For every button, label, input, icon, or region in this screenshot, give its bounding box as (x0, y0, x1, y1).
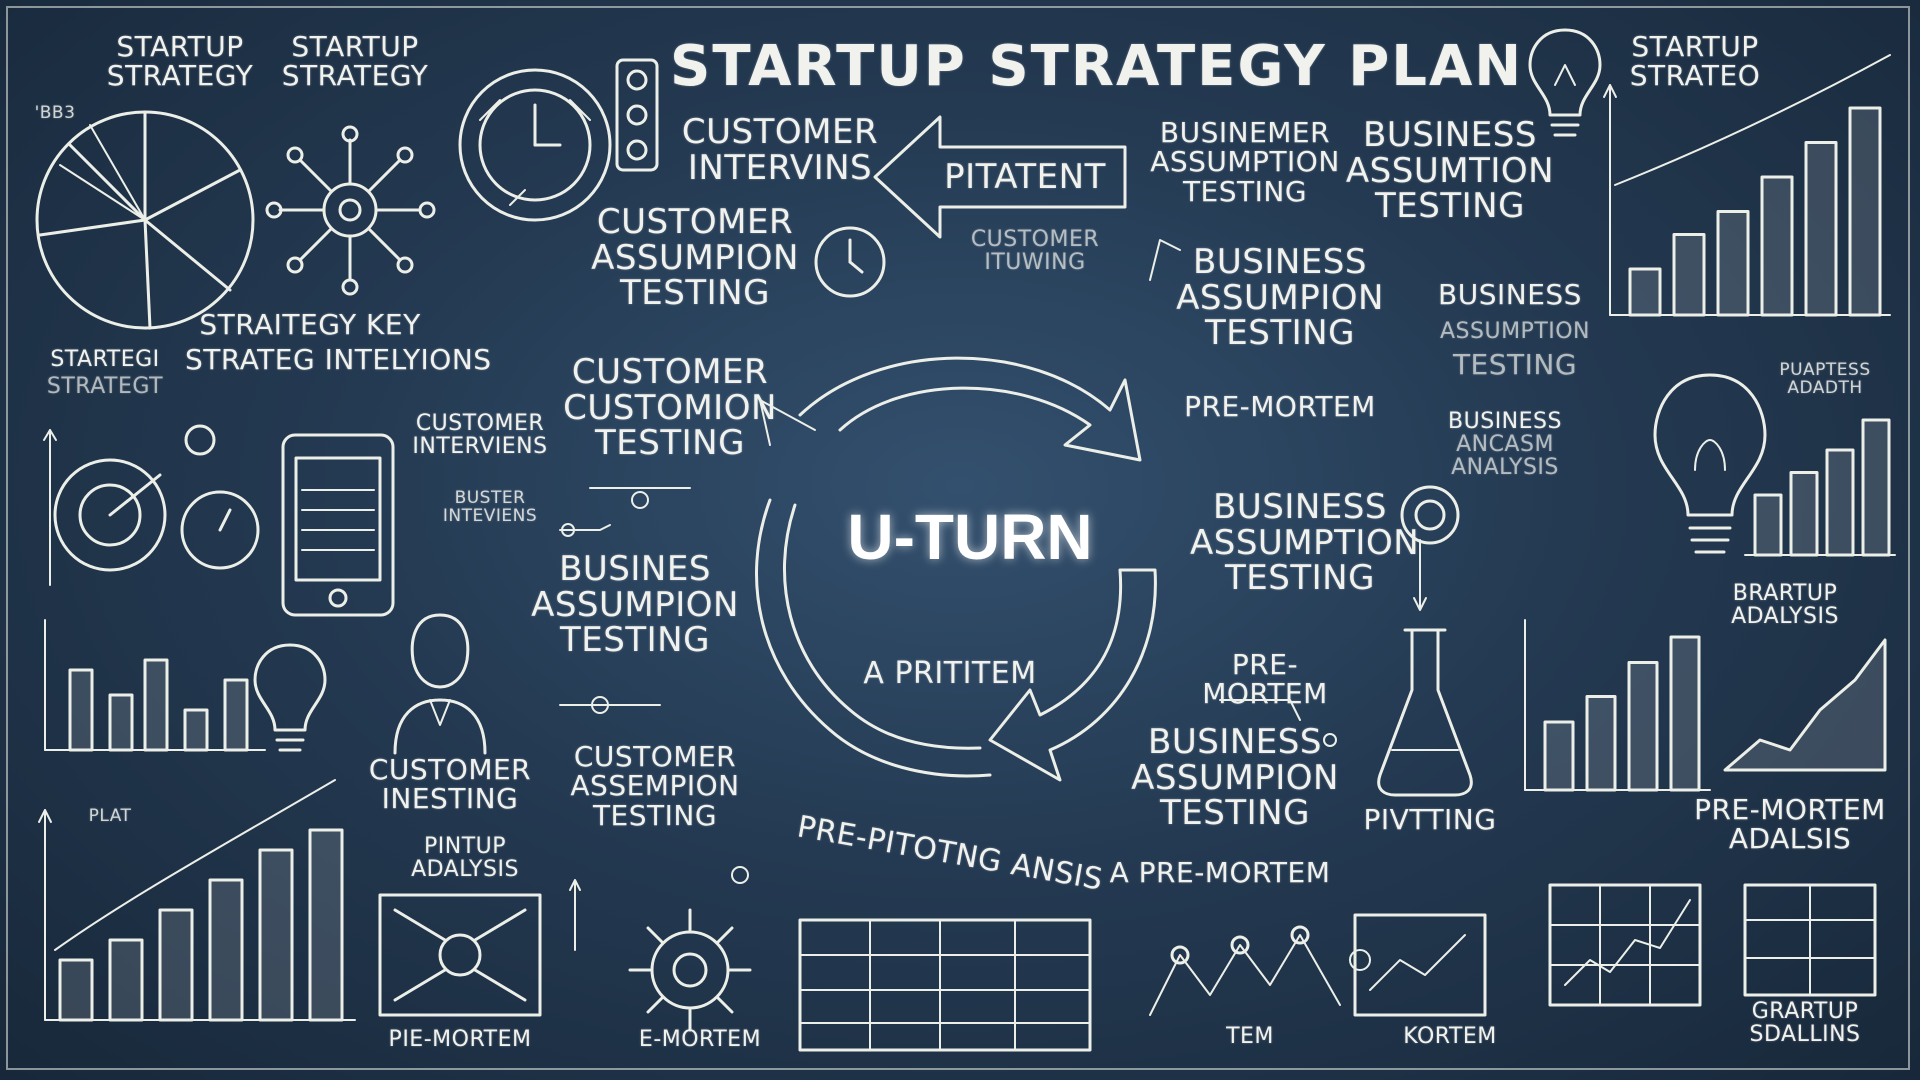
network-hub-icon (265, 125, 436, 296)
bottom-left-bar-6 (308, 828, 344, 1022)
bottom-left-bar-2 (108, 938, 144, 1022)
right-mid-bar-2 (1789, 471, 1819, 557)
lightbulb-large-icon (1653, 373, 1767, 554)
bottom-left-bar-4 (208, 878, 244, 1022)
data-table-grid (798, 918, 1092, 1052)
top-right-bar-5 (1804, 141, 1838, 317)
u-turn-cycle-arrow (755, 356, 1157, 782)
chalkboard-frame (6, 6, 1910, 1070)
bottom-left-bar-1 (58, 958, 94, 1022)
smartphone-icon (281, 433, 395, 617)
small-bar-chart (44, 619, 266, 752)
pre-mortem-label-1: PRE-MORTEM (1184, 390, 1376, 423)
sketch-scene (1149, 925, 1341, 1016)
presentation-board-icon (378, 893, 542, 1017)
right-mid-bar-4 (1861, 418, 1891, 557)
a-pre-mortem-label: A PRE-MORTEM (1109, 856, 1331, 889)
strateg-intelyions-label: STRATEG INTELYIONS (185, 343, 492, 376)
top-right-bar-1 (1628, 267, 1662, 317)
check-target-icon (1400, 485, 1460, 545)
person-icon (393, 613, 487, 755)
testing-faint-label: TESTING (1452, 348, 1578, 381)
tag-label: 'BB3 (34, 103, 76, 123)
whiteboard-icon (1353, 913, 1487, 1017)
plat-label: PLAT (88, 806, 132, 826)
traffic-light-icon (615, 58, 659, 172)
top-right-bar-4 (1760, 175, 1794, 317)
bottom-left-bar-3 (158, 908, 194, 1022)
e-mortem-label: E-MORTEM (638, 1027, 762, 1052)
right-mid-bar-1 (1753, 493, 1783, 557)
assumption-faint-label: ASSUMPTION (1439, 319, 1591, 344)
center-sub-label: A PRITITEM (863, 656, 1037, 691)
strategy-key-label: STRAITEGY KEY (199, 308, 421, 341)
pie-chart-icon (35, 110, 255, 330)
line-chart-monitor (1548, 883, 1702, 1007)
mid-right-bar-2 (1585, 695, 1617, 792)
area-chart (1723, 638, 1887, 772)
flask-icon (1377, 628, 1473, 797)
top-right-bar-chart (1603, 54, 1891, 317)
top-right-bar-2 (1672, 233, 1706, 317)
mid-right-bar-chart (1524, 619, 1711, 792)
target-circles-icon (43, 424, 260, 586)
bottom-left-bar-5 (258, 848, 294, 1022)
right-mid-bar-3 (1825, 448, 1855, 557)
strategt-label: STRATEGT (46, 374, 164, 399)
kortem-label: KORTEM (1403, 1024, 1497, 1049)
startegi-label: STARTEGI (50, 347, 160, 372)
page-title: STARTUP STRATEGY PLAN (670, 34, 1524, 99)
lightbulb-top-icon (1528, 28, 1602, 137)
lightbulb-small-icon (253, 643, 327, 752)
pitatent-label: PITATENT (944, 157, 1106, 197)
u-turn-label: U-TURN (847, 501, 1093, 573)
mid-right-bar-4 (1669, 635, 1701, 792)
pie-mortem-label: PIE-MORTEM (388, 1027, 532, 1052)
mid-right-bar-3 (1627, 661, 1659, 792)
pre-mortem-label-2: PRE-MORTEM (1202, 648, 1328, 711)
gauge-dial-icon (458, 68, 612, 222)
business-label: BUSINESS (1438, 278, 1582, 311)
tem-label: TEM (1226, 1024, 1274, 1049)
clock-icon (814, 226, 886, 298)
right-mid-bar-chart (1744, 418, 1896, 557)
pivtting-label: PIVTTING (1363, 803, 1497, 836)
top-right-bar-3 (1716, 210, 1750, 317)
growth-bar-chart (38, 779, 356, 1022)
left-arrow-banner (873, 115, 1127, 239)
mid-right-bar-1 (1543, 720, 1575, 792)
gear-icon (628, 908, 752, 1032)
top-right-bar-6 (1848, 106, 1882, 317)
notes-grid-icon (1743, 883, 1877, 997)
